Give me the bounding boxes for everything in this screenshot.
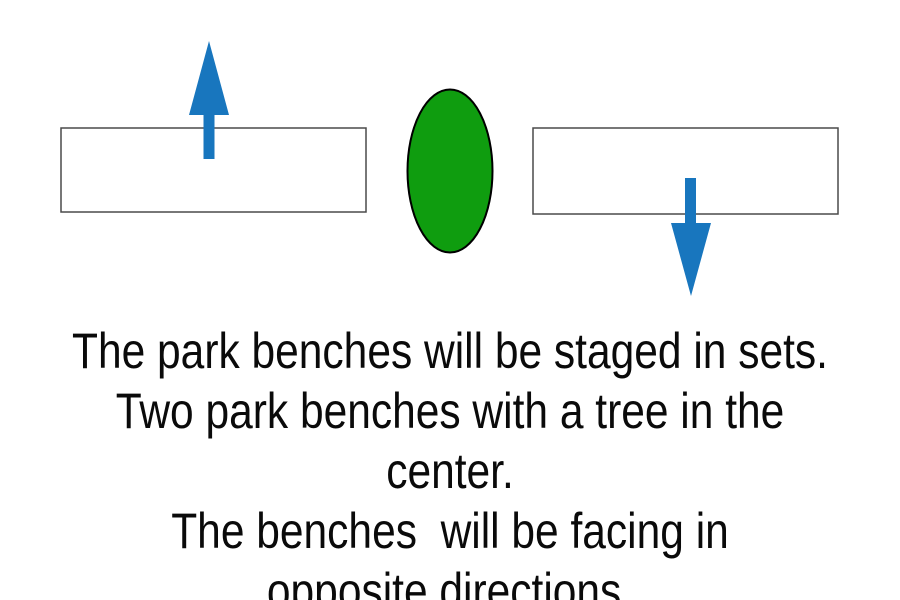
down-arrow-icon <box>671 178 711 296</box>
caption-text: The park benches will be staged in sets.… <box>68 321 833 600</box>
caption-line-2: Two park benches with a tree in the cent… <box>115 383 797 499</box>
tree-ellipse-shape <box>406 88 494 254</box>
caption-line-3: The benches will be facing in <box>171 503 729 559</box>
caption-line-1: The park benches will be staged in sets. <box>72 323 828 379</box>
tree-ellipse <box>406 88 494 254</box>
up-arrow-icon <box>189 41 229 159</box>
caption-line-4: opposite directions. <box>266 563 634 600</box>
up-arrow-shape <box>189 41 229 159</box>
down-arrow-shape <box>671 178 711 296</box>
